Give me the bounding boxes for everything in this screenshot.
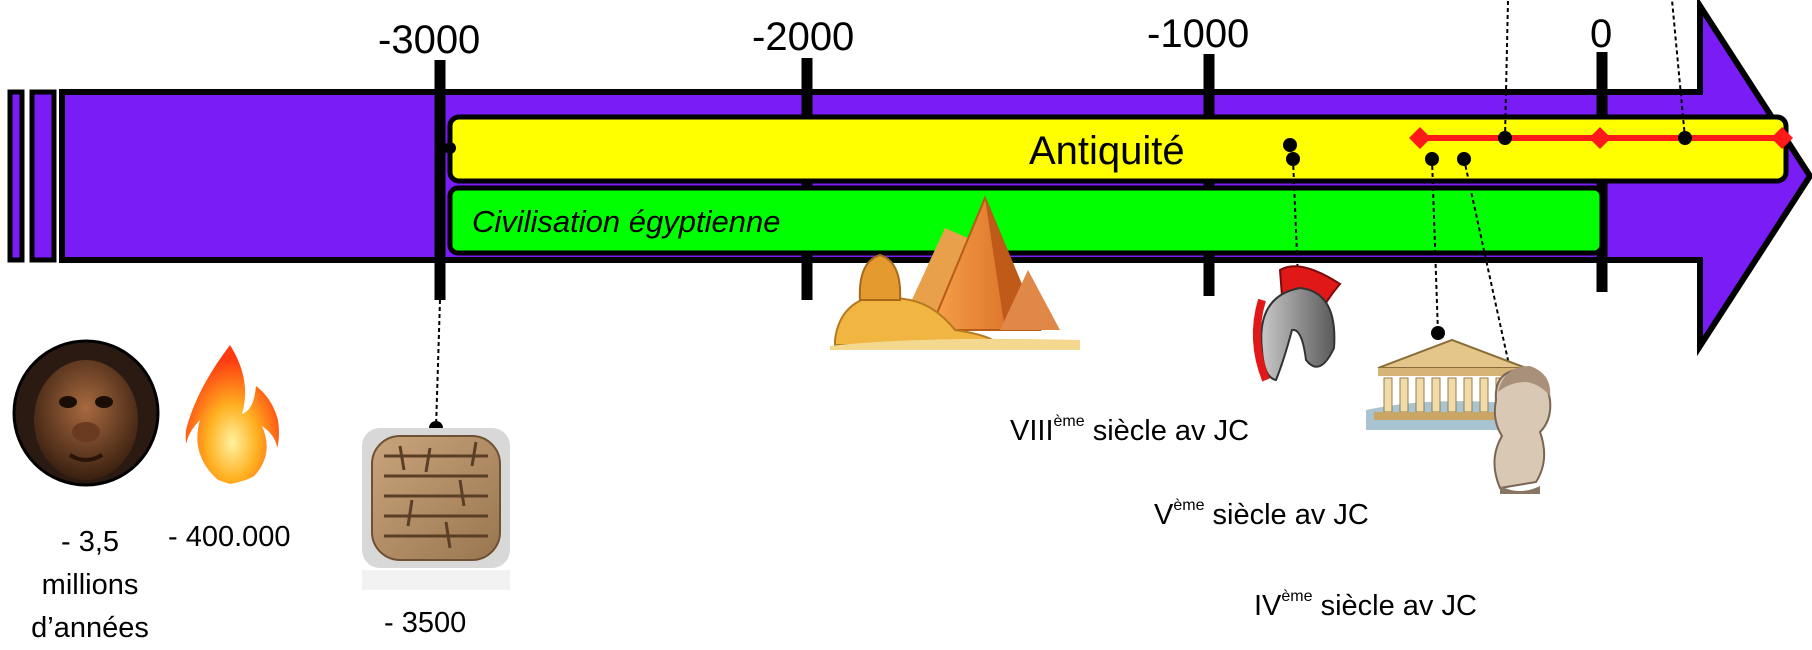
prehistory-label-human: - 3,5 millions d’années [20,521,160,650]
century-numeral: V [1154,499,1174,531]
century-text: siècle av JC [1204,499,1369,531]
rome-line [1409,127,1793,149]
egypt-label: Civilisation égyptienne [472,204,781,239]
event-label-viii: VIIIème siècle av JC [1010,414,1249,446]
antiquity-label: Antiquité [1029,129,1185,173]
tick-label: -3000 [378,18,481,62]
tick-label: -2000 [752,15,855,59]
tick-label: -1000 [1147,12,1250,56]
prehistory-label-line: millions [41,569,139,601]
clay-tablet-icon [362,428,510,590]
sphinx-pyramids-icon [830,195,1080,350]
greek-helmet-icon [1252,265,1342,382]
leader-lines [435,0,1686,429]
fire-icon [185,345,279,484]
early-human-icon [12,339,160,487]
tick-label: 0 [1590,12,1613,56]
alexander-bust-icon [1493,366,1552,494]
band-start-dot [444,142,456,154]
timeline-break-bar-1 [7,89,25,263]
timeline-break-bar-2 [29,89,57,263]
century-text: siècle av JC [1312,590,1477,622]
red-diamond-marker [1771,127,1793,149]
century-suffix: ème [1053,413,1085,430]
century-suffix: ème [1281,588,1313,605]
parthenon-icon [1366,338,1530,430]
prehistory-label-line: - 3,5 [60,526,120,558]
prehistory-label-writing: - 3500 [384,607,467,639]
event-label-iv: IVème siècle av JC [1254,589,1477,621]
event-label-v: Vème siècle av JC [1154,498,1369,530]
century-suffix: ème [1173,497,1205,514]
prehistory-label-fire: - 400.000 [168,521,291,553]
century-numeral: IV [1254,590,1282,622]
century-text: siècle av JC [1084,415,1250,447]
red-diamond-marker [1589,127,1611,149]
prehistory-label-line: d’années [31,612,149,644]
egypt-band [447,185,1605,256]
century-numeral: VIII [1010,415,1054,447]
red-diamond-marker [1409,127,1431,149]
